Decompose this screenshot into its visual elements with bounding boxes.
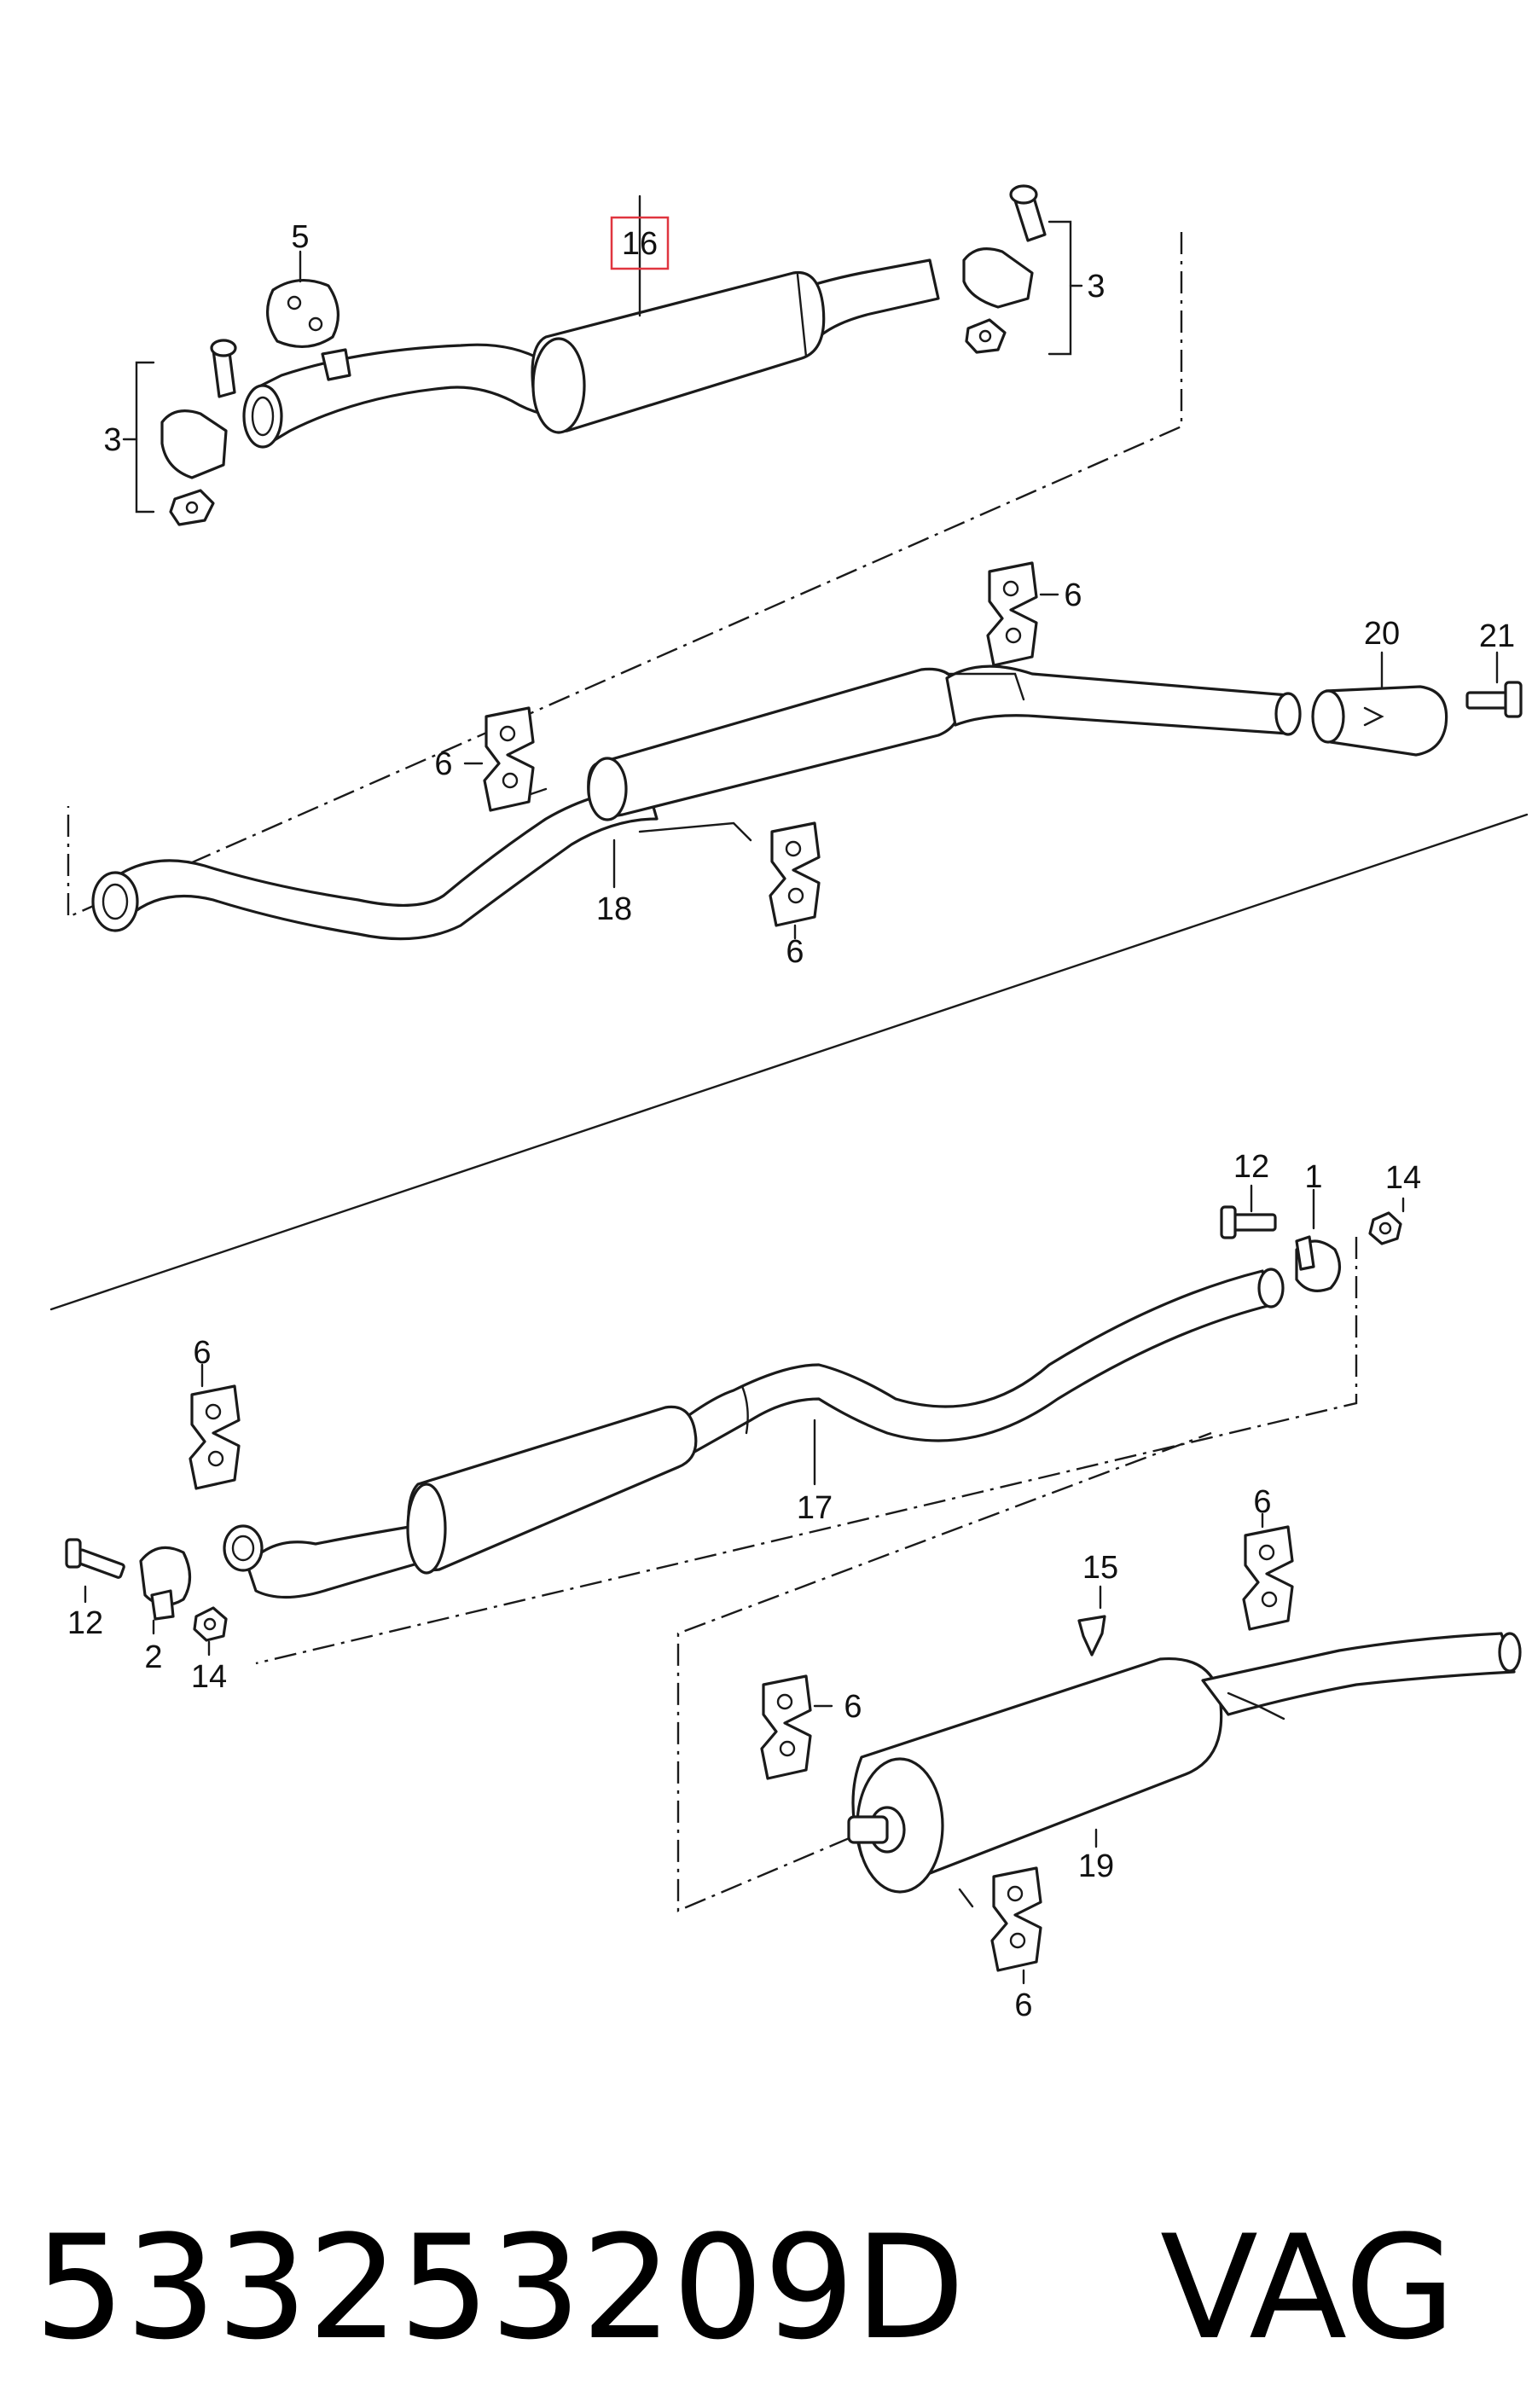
callout-15: 15 — [1082, 1550, 1118, 1586]
section-middle-assembly: 18 20 21 6 6 — [49, 561, 1529, 1311]
callout-14-lower: 14 — [191, 1659, 227, 1695]
callout-5: 5 — [291, 219, 309, 255]
section-front-pipe: 16 5 3 3 — [67, 184, 1183, 919]
rubber-hanger-6-rear-top: 6 — [1242, 1484, 1294, 1631]
rubber-hanger-6-upper: 6 — [986, 561, 1082, 667]
bolt-21: 21 — [1465, 618, 1523, 718]
nut-14-upper: 14 — [1368, 1160, 1421, 1245]
callout-1: 1 — [1304, 1159, 1322, 1195]
callout-3-right: 3 — [1087, 269, 1105, 305]
rubber-hanger-6-lower: 6 — [769, 821, 821, 970]
callout-18: 18 — [596, 891, 632, 927]
callout-6-left: 6 — [434, 746, 452, 782]
clamp-2: 2 — [139, 1546, 192, 1675]
callout-20: 20 — [1364, 616, 1400, 652]
callout-16: 16 — [622, 226, 658, 262]
clamp-set-3-right: 3 — [962, 184, 1105, 356]
tailpipe-trim-20: 20 — [1311, 616, 1448, 757]
callout-6-upper: 6 — [1064, 577, 1082, 613]
callout-6-rear-bottom: 6 — [1014, 1987, 1032, 2023]
nut-14-lower: 14 — [191, 1606, 228, 1695]
clamp-set-3-left: 3 — [103, 339, 237, 526]
callout-6-lower: 6 — [786, 934, 804, 970]
callout-12-upper: 12 — [1233, 1149, 1269, 1185]
callout-21: 21 — [1479, 618, 1515, 654]
rubber-hanger-6-leftmost: 6 — [189, 1335, 241, 1490]
clamp-1: 1 — [1295, 1159, 1341, 1292]
bolt-12-upper: 12 — [1220, 1149, 1277, 1239]
callout-19: 19 — [1078, 1848, 1114, 1884]
callout-6-rear-left: 6 — [844, 1689, 862, 1725]
rubber-hanger-6-left: 6 — [434, 706, 535, 812]
bolt-12-lower: 12 — [65, 1538, 125, 1641]
callout-2: 2 — [144, 1639, 162, 1675]
clip-15: 15 — [1077, 1550, 1118, 1657]
rubber-hanger-5: 5 — [265, 219, 351, 381]
callout-12-lower: 12 — [67, 1605, 103, 1641]
section-lower-pipe: 17 1 12 14 6 — [65, 1149, 1421, 1695]
callout-3-left: 3 — [103, 422, 121, 458]
callout-17: 17 — [797, 1490, 833, 1526]
pipe-18 — [101, 787, 659, 941]
callout-6-rear-top: 6 — [1253, 1484, 1271, 1520]
section-rear-muffler: 19 15 6 6 6 — [676, 1431, 1522, 2023]
rubber-hanger-6-rear-bottom: 6 — [990, 1866, 1042, 2023]
callout-6-leftmost: 6 — [193, 1335, 211, 1371]
callout-14-upper: 14 — [1385, 1160, 1421, 1196]
pipe-17 — [246, 1269, 1273, 1599]
rubber-hanger-6-rear-left: 6 — [760, 1674, 862, 1780]
brand-name: VAG — [1160, 2204, 1455, 2371]
highlight-box-16 — [610, 216, 670, 270]
part-number: 533253209D — [34, 2204, 965, 2371]
